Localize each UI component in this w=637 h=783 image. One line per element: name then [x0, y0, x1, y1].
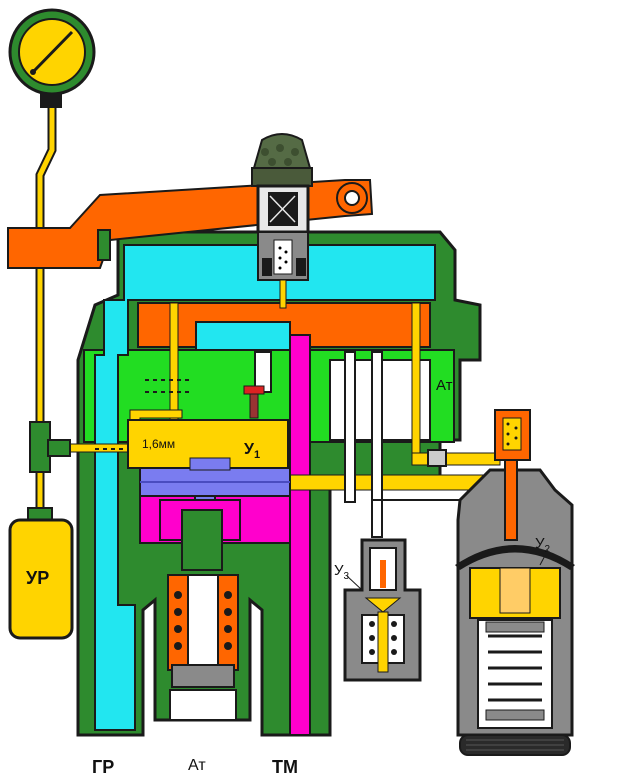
pressure-gauge [8, 8, 96, 108]
label-u2: У2 [535, 535, 551, 555]
label-u1: У1 [244, 441, 260, 461]
label-u3: У3 [334, 562, 350, 582]
label-brake-line: ТМ [272, 757, 298, 777]
equalizing-reservoir [8, 421, 74, 640]
label-atmosphere-right: Ат [436, 377, 453, 394]
label-orifice: 1,6мм [142, 437, 175, 451]
exhaust-valve [159, 499, 241, 721]
valve-u1-stem [243, 385, 265, 419]
valve-u3 [343, 538, 422, 682]
label-equalizing-reservoir: УР [26, 568, 49, 588]
white-channels [254, 351, 460, 538]
top-nut [251, 133, 313, 309]
equalizing-passages [37, 302, 501, 491]
gauge-tube [35, 108, 57, 515]
valve-u2 [427, 409, 575, 756]
label-atmosphere-bottom: Ат [188, 757, 206, 774]
label-main-reservoir: ГР [92, 757, 114, 777]
